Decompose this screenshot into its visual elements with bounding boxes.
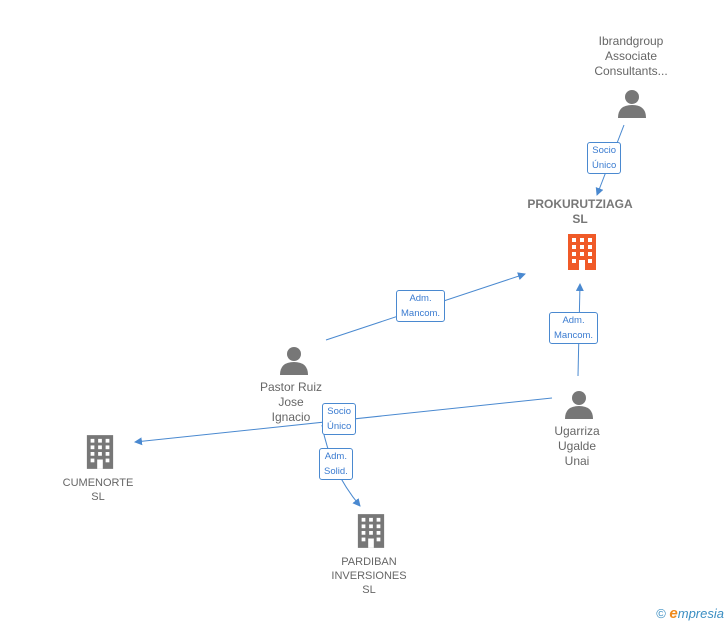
label-line: SL: [362, 584, 376, 596]
edge-label-line: Adm.: [409, 293, 432, 304]
label-line: Pastor Ruiz: [259, 380, 323, 394]
copyright-symbol: ©: [656, 606, 666, 621]
brand-initial: e: [669, 605, 678, 622]
building-icon[interactable]: [85, 434, 115, 470]
label-line: CUMENORTE: [62, 477, 134, 489]
node-label-cumenorte: CUMENORTE SL: [48, 476, 148, 504]
label-line: Jose: [278, 395, 304, 409]
label-line: PROKURUTZIAGA: [527, 197, 633, 211]
edge-label-adm-solid[interactable]: Adm. Solid.: [319, 448, 353, 480]
label-line: PARDIBAN: [341, 556, 397, 568]
building-icon[interactable]: [566, 234, 598, 270]
node-label-pardiban: PARDIBAN INVERSIONES SL: [309, 555, 429, 597]
person-icon[interactable]: [617, 88, 647, 118]
person-icon[interactable]: [564, 389, 594, 419]
label-line: Consultants...: [594, 64, 668, 78]
node-label-prokurutziaga: PROKURUTZIAGA SL: [510, 197, 650, 227]
edge-label-adm-mancom[interactable]: Adm. Mancom.: [549, 312, 599, 344]
edge-label-line: Socio: [327, 406, 352, 417]
node-label-ugarriza: Ugarriza Ugalde Unai: [517, 424, 637, 469]
edge-label-adm-mancom[interactable]: Adm. Mancom.: [396, 290, 446, 322]
edge-label-line: Mancom.: [401, 308, 441, 319]
label-line: SL: [572, 212, 588, 226]
label-line: Ibrandgroup: [598, 34, 664, 48]
label-line: INVERSIONES: [331, 570, 407, 582]
node-label-ibrandgroup: Ibrandgroup Associate Consultants...: [571, 34, 691, 79]
edge-label-line: Adm.: [324, 451, 347, 462]
edge-label-socio-unico[interactable]: Socio Único: [322, 403, 357, 435]
label-line: Ignacio: [271, 410, 311, 424]
edge-label-line: Solid.: [324, 466, 348, 477]
label-line: Ugalde: [557, 439, 597, 453]
label-line: Ugarriza: [554, 424, 600, 438]
edge-label-line: Único: [592, 160, 617, 171]
label-line: Unai: [564, 454, 590, 468]
label-line: Associate: [604, 49, 658, 63]
building-icon[interactable]: [356, 513, 386, 549]
footer-brand: © empresia: [656, 605, 724, 622]
node-label-pastor: Pastor Ruiz Jose Ignacio: [231, 380, 351, 425]
edge-label-socio-unico[interactable]: Socio Único: [587, 142, 622, 174]
edge-label-line: Único: [327, 421, 352, 432]
person-icon[interactable]: [279, 345, 309, 375]
brand-name: mpresia: [677, 606, 724, 621]
edge-label-line: Mancom.: [554, 330, 594, 341]
label-line: SL: [91, 491, 105, 503]
edge-label-line: Adm.: [562, 315, 585, 326]
edge-label-line: Socio: [592, 145, 617, 156]
